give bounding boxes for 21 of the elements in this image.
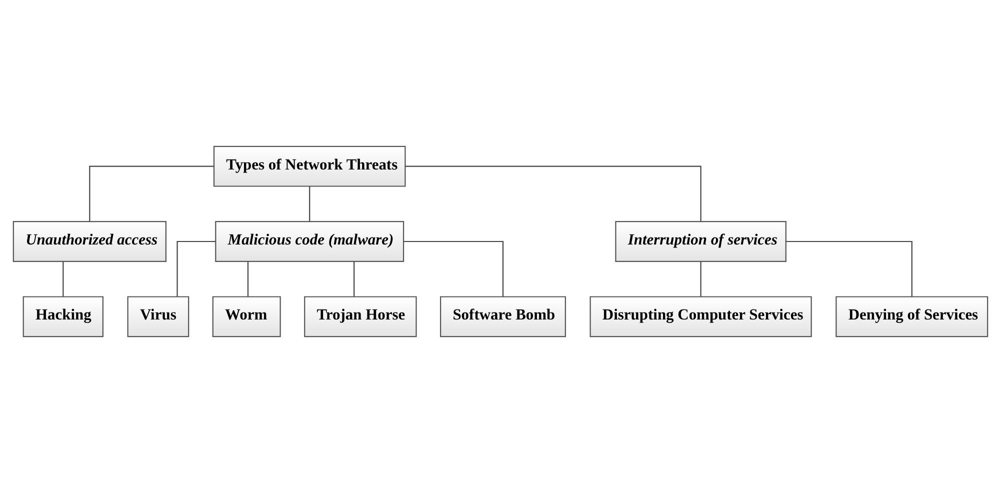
node-box: Denying of Services (835, 296, 988, 337)
node-box: Trojan Horse (304, 296, 416, 337)
node-box: Software Bomb (440, 296, 566, 337)
connector (246, 261, 248, 296)
node-box: Hacking (22, 296, 103, 337)
node-box: Worm (212, 296, 280, 337)
connector (403, 240, 504, 296)
connector (404, 165, 701, 221)
node-box: Disrupting Computer Services (589, 296, 812, 337)
connector (88, 165, 214, 221)
connector (786, 240, 912, 296)
connector (700, 261, 701, 296)
connector (62, 261, 64, 296)
node-box: Malicious code (malware) (214, 220, 404, 262)
connector (353, 261, 354, 296)
node-box: Interruption of services (614, 220, 786, 262)
node-box: Unauthorized access (12, 220, 166, 262)
connector (308, 186, 310, 221)
node-box: Virus (126, 296, 189, 337)
node-box: Types of Network Threats (212, 145, 406, 186)
connector (176, 240, 216, 296)
